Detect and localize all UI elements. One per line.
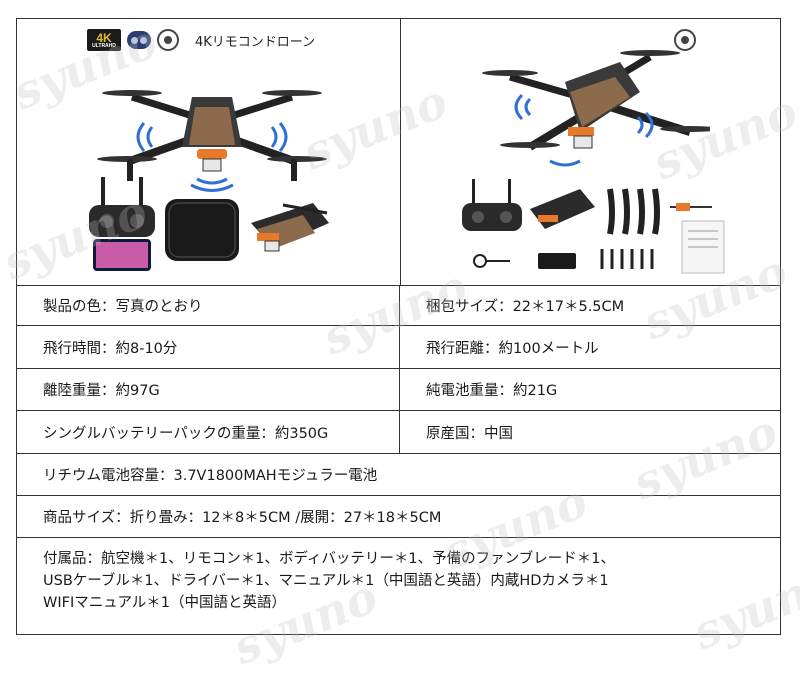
spec-row-4: シングルバッテリーパックの重量：約350G 原産国：中国 xyxy=(17,411,780,454)
product-image-right xyxy=(400,19,780,285)
4k-badge-icon: 4K ULTRAHD xyxy=(87,29,121,51)
folded-drone-image xyxy=(243,193,333,263)
spec-flight-distance: 飛行距離：約100メートル xyxy=(426,340,599,357)
spec-row-3: 離陸重量：約97G 純電池重量：約21G xyxy=(17,369,780,411)
product-images-row: 4K ULTRAHD 4Kリモコンドローン xyxy=(17,19,780,286)
4k-badge-text: 4K xyxy=(96,30,112,45)
spec-row-accessories: 付属品：航空機＊1、リモコン＊1、ボディバッテリー＊1、予備のファンブレード＊1… xyxy=(17,538,780,636)
spec-battery-weight: 純電池重量：約21G xyxy=(426,383,558,399)
spec-flight-time: 飛行時間：約8-10分 xyxy=(17,326,400,368)
spec-battery-capacity: リチウム電池容量：3.7V1800MAHモジュラー電池 xyxy=(43,468,378,484)
drone-main-image xyxy=(97,67,327,192)
ultrahd-text: ULTRAHD xyxy=(92,42,116,49)
remote-controller-image xyxy=(87,177,157,272)
carrying-case-image xyxy=(163,195,243,265)
spec-product-size: 商品サイズ：折り畳み：12＊8＊5CM /展開：27＊18＊5CM xyxy=(43,510,442,526)
accessories-line-1: 付属品：航空機＊1、リモコン＊1、ボディバッテリー＊1、予備のファンブレード＊1… xyxy=(43,551,615,567)
accessories-line-2: USBケーブル＊1、ドライバー＊1、マニュアル＊1（中国語と英語）内蔵HDカメラ… xyxy=(43,573,609,589)
spec-takeoff-weight: 離陸重量：約97G xyxy=(17,369,400,410)
product-image-left: 4K ULTRAHD 4Kリモコンドローン xyxy=(17,19,401,285)
spec-row-2: 飛行時間：約8-10分 飛行距離：約100メートル xyxy=(17,326,780,369)
accessories-list: 付属品：航空機＊1、リモコン＊1、ボディバッテリー＊1、予備のファンブレード＊1… xyxy=(17,538,780,636)
obstacle-avoidance-icon xyxy=(157,29,179,51)
spec-origin: 原産国：中国 xyxy=(426,425,513,442)
accessories-image xyxy=(460,179,740,279)
drone-angle-image xyxy=(470,37,710,182)
spec-battery-pack-weight: シングルバッテリーパックの重量：約350G xyxy=(17,411,400,453)
accessories-line-3: WIFIマニュアル＊1（中国語と英語） xyxy=(43,595,287,611)
product-title: 4Kリモコンドローン xyxy=(195,34,316,50)
feature-badges: 4K ULTRAHD 4Kリモコンドローン xyxy=(87,29,315,51)
spec-sheet: 4K ULTRAHD 4Kリモコンドローン xyxy=(16,18,781,635)
spec-row-1: 製品の色：写真のとおり 梱包サイズ：22＊17＊5.5CM xyxy=(17,286,780,326)
spec-color: 製品の色：写真のとおり xyxy=(17,286,400,325)
spec-row-5: リチウム電池容量：3.7V1800MAHモジュラー電池 xyxy=(17,454,780,496)
spec-row-6: 商品サイズ：折り畳み：12＊8＊5CM /展開：27＊18＊5CM xyxy=(17,496,780,538)
dual-camera-icon xyxy=(127,31,151,49)
spec-package-size: 梱包サイズ：22＊17＊5.5CM xyxy=(426,299,625,315)
obstacle-avoidance-icon xyxy=(674,29,696,51)
